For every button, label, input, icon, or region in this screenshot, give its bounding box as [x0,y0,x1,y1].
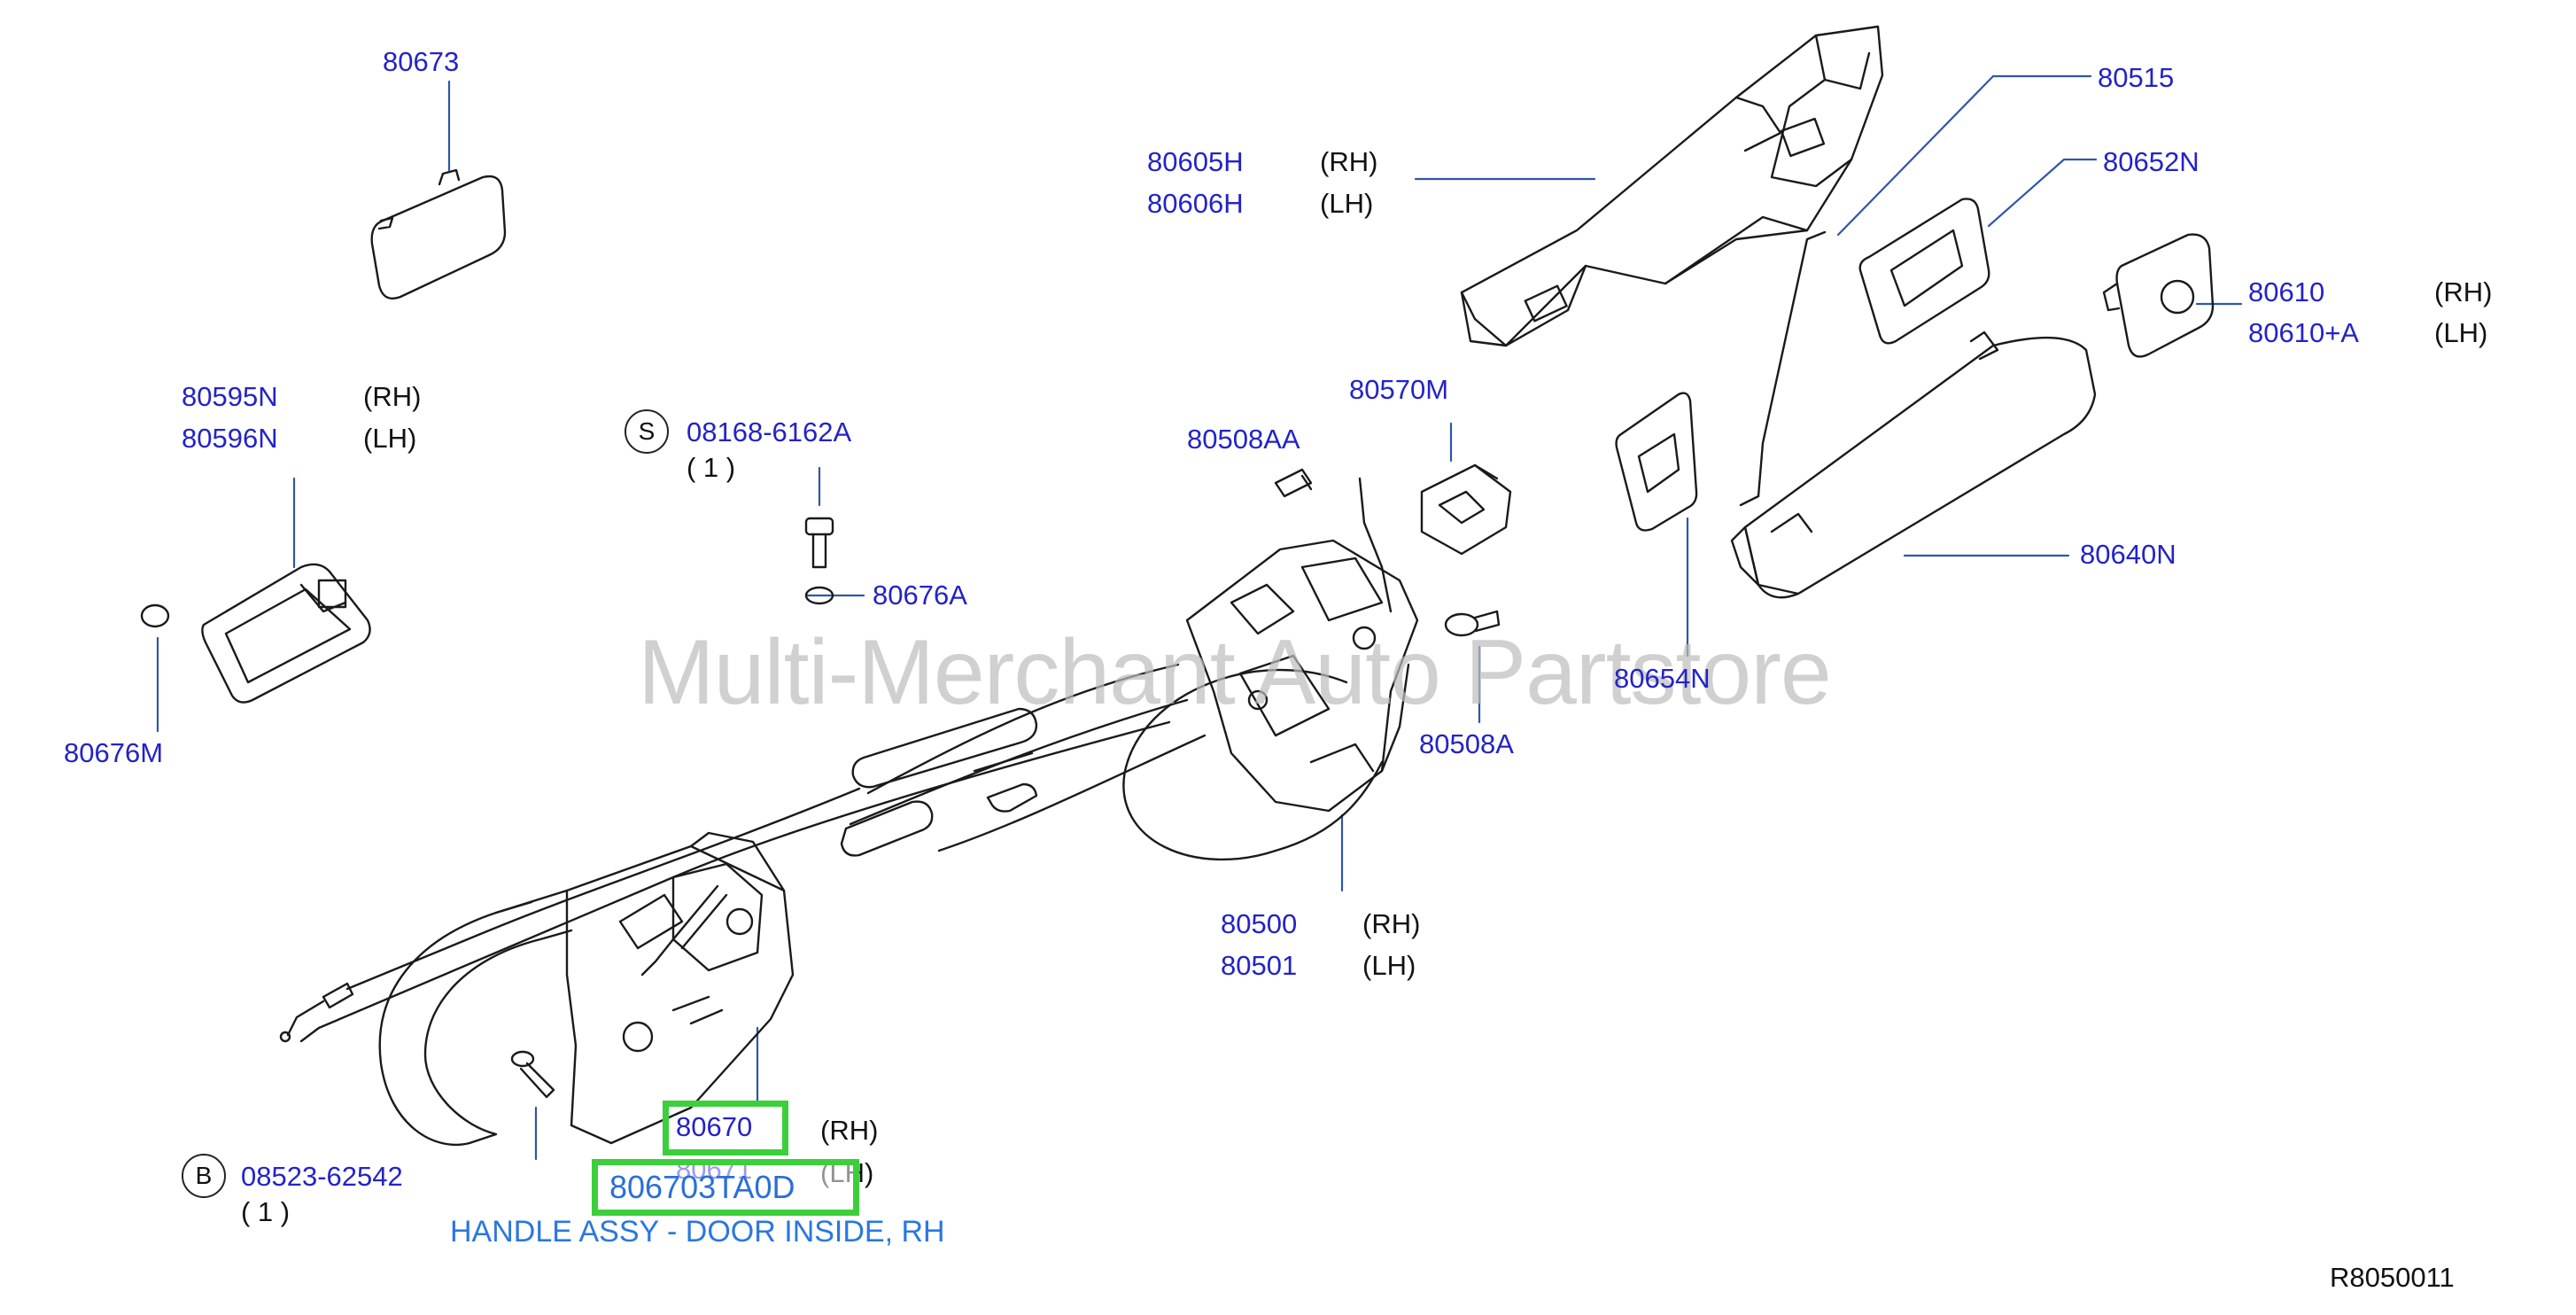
label-80610[interactable]: 80610 [2248,276,2325,307]
label-80676M[interactable]: 80676M [64,737,164,768]
label-80670[interactable]: 80670 [676,1111,753,1142]
part-80500-lock-actuator [1185,477,1419,813]
label-80676A[interactable]: 80676A [873,580,967,611]
label-80515[interactable]: 80515 [2098,62,2175,93]
part-80676M-plug [140,603,170,628]
label-80640N[interactable]: 80640N [2080,539,2176,570]
label-80605H[interactable]: 80605H [1147,146,1244,177]
cables [279,663,1207,1043]
label-80501[interactable]: 80501 [1221,950,1298,981]
label-80605H-side: (RH) [1320,146,1378,177]
highlighted-part-number[interactable]: 806703TA0D [609,1169,795,1205]
label-80570M[interactable]: 80570M [1349,374,1449,405]
highlighted-description: HANDLE ASSY - DOOR INSIDE, RH [450,1215,945,1249]
label-80596N[interactable]: 80596N [182,423,278,454]
screw-s-symbol: S [625,409,669,454]
part-80654N-pad [1615,392,1698,532]
highlight-box-80670 [663,1101,788,1155]
part-80595N-escutcheon [201,563,371,704]
label-80610A-side: (LH) [2434,317,2488,348]
label-08523-62542[interactable]: 08523-62542 [241,1161,403,1192]
part-80605H-handle-base [1460,25,1884,347]
label-08168-qty: ( 1 ) [687,452,736,483]
part-80508AA-screw [1274,468,1313,498]
label-80606H-side: (LH) [1320,188,1374,219]
label-80508A[interactable]: 80508A [1419,728,1514,759]
label-80652N[interactable]: 80652N [2103,146,2200,177]
part-80652N-gasket [1858,198,1990,345]
part-08523-bolt [510,1050,555,1099]
label-80501-side: (LH) [1362,950,1416,981]
part-08168-screw [804,517,834,605]
part-80515-rod [1739,230,1827,507]
label-80500-side: (RH) [1362,908,1421,939]
label-08168-6162A[interactable]: 08168-6162A [687,416,852,447]
part-80673-cap [370,168,507,300]
label-80610A[interactable]: 80610+A [2248,317,2359,348]
diagram-code: R8050011 [2330,1262,2455,1293]
part-80570M-striker [1420,463,1512,556]
bolt-b-symbol: B [182,1154,226,1198]
leader-lines [156,74,2243,1161]
label-80610-side: (RH) [2434,276,2493,307]
label-80606H[interactable]: 80606H [1147,188,1244,219]
label-80595N[interactable]: 80595N [182,381,278,412]
label-80500[interactable]: 80500 [1221,908,1298,939]
label-80596N-side: (LH) [363,423,417,454]
part-80508A-screw [1444,610,1501,637]
actuator-loop-cable [1122,669,1384,861]
label-80508AA[interactable]: 80508AA [1187,424,1300,455]
part-80610-escutcheon [2102,233,2215,358]
label-80670-side: (RH) [820,1115,879,1146]
label-08523-qty: ( 1 ) [241,1196,291,1227]
label-80673[interactable]: 80673 [383,46,460,77]
label-80654N[interactable]: 80654N [1614,663,1711,694]
watermark: Multi-Merchant Auto Partstore [638,621,1832,724]
part-80640N-grip [1730,331,2097,599]
label-80595N-side: (RH) [363,381,422,412]
highlight-box-806703TA0D [592,1159,859,1216]
part-80670-inside-handle [378,831,795,1147]
